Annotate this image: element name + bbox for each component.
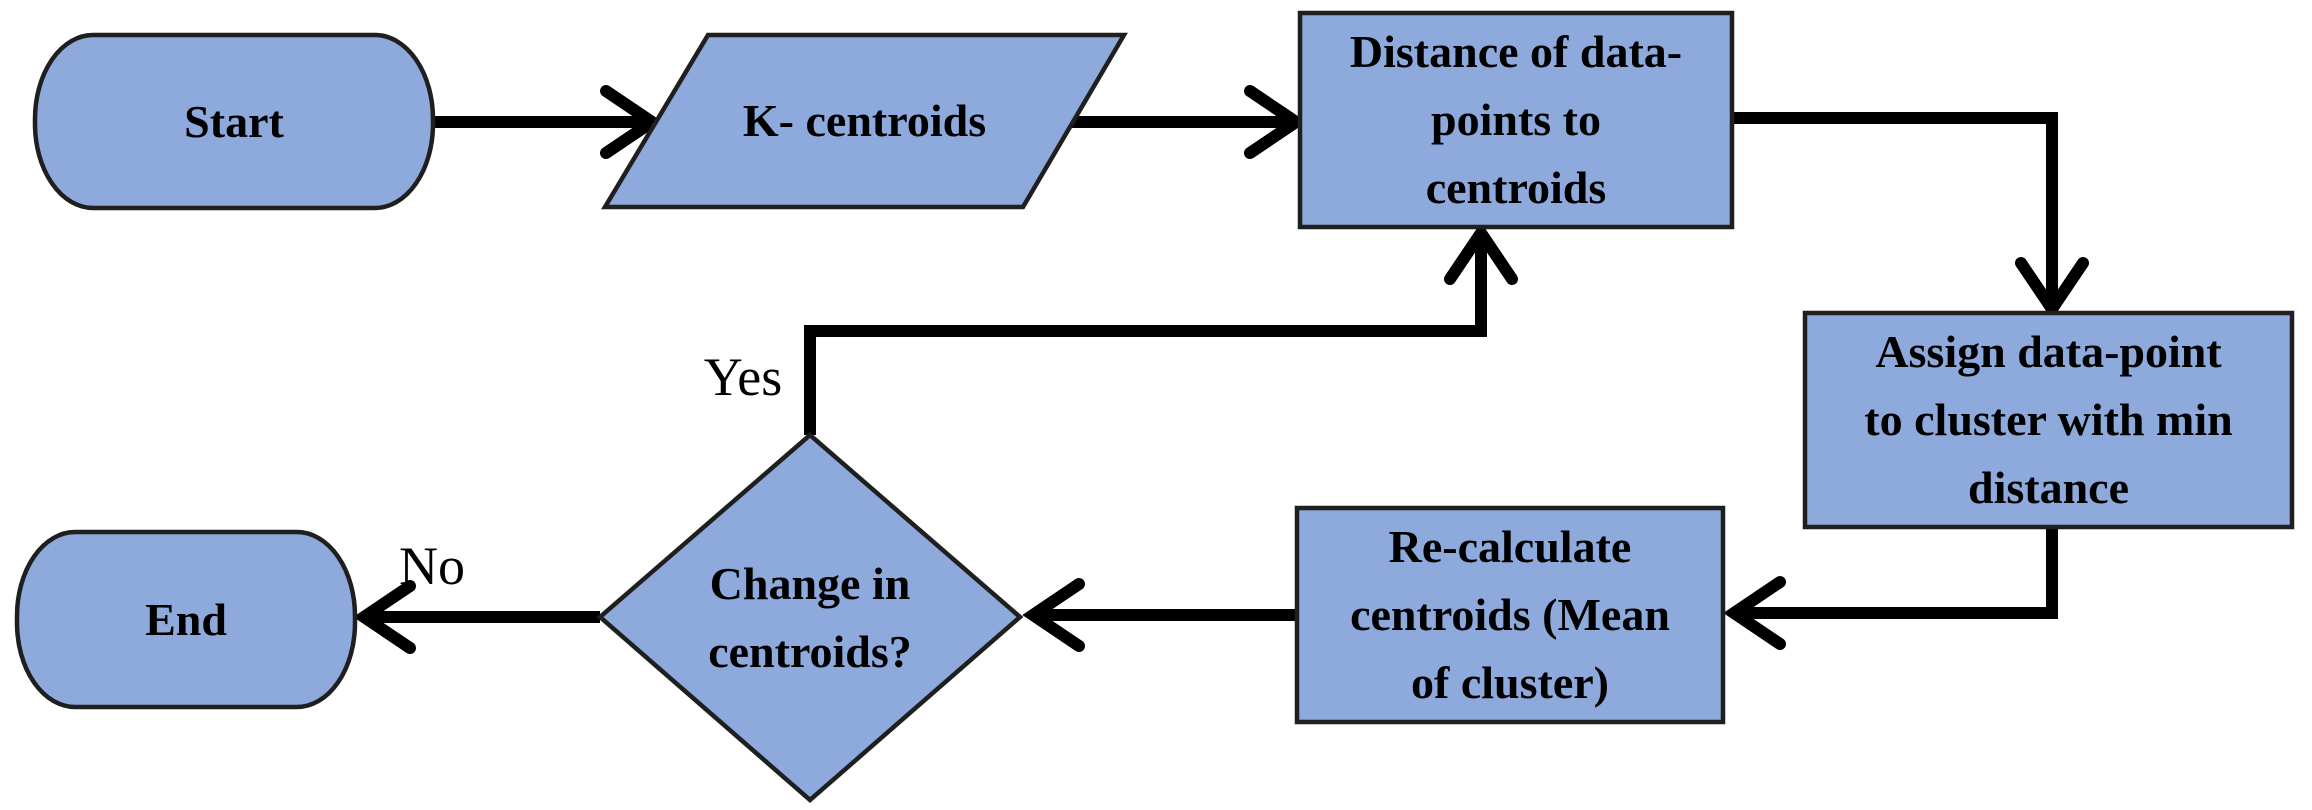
recalculate-process-shape: [1294, 505, 1726, 725]
arrow-distance-to-assign: [1732, 112, 2089, 320]
arrow-assign-to-recalculate: [1723, 527, 2058, 650]
assign-process-shape: [1802, 310, 2295, 530]
distance-process-shape: [1297, 10, 1735, 230]
decision-diamond-shape: [596, 432, 1024, 803]
kcentroids-parallelogram-shape: [601, 32, 1128, 210]
end-terminator-shape: [14, 529, 358, 710]
arrow-decision-yes-to-distance: [804, 222, 1518, 435]
start-terminator-shape: [32, 32, 436, 211]
